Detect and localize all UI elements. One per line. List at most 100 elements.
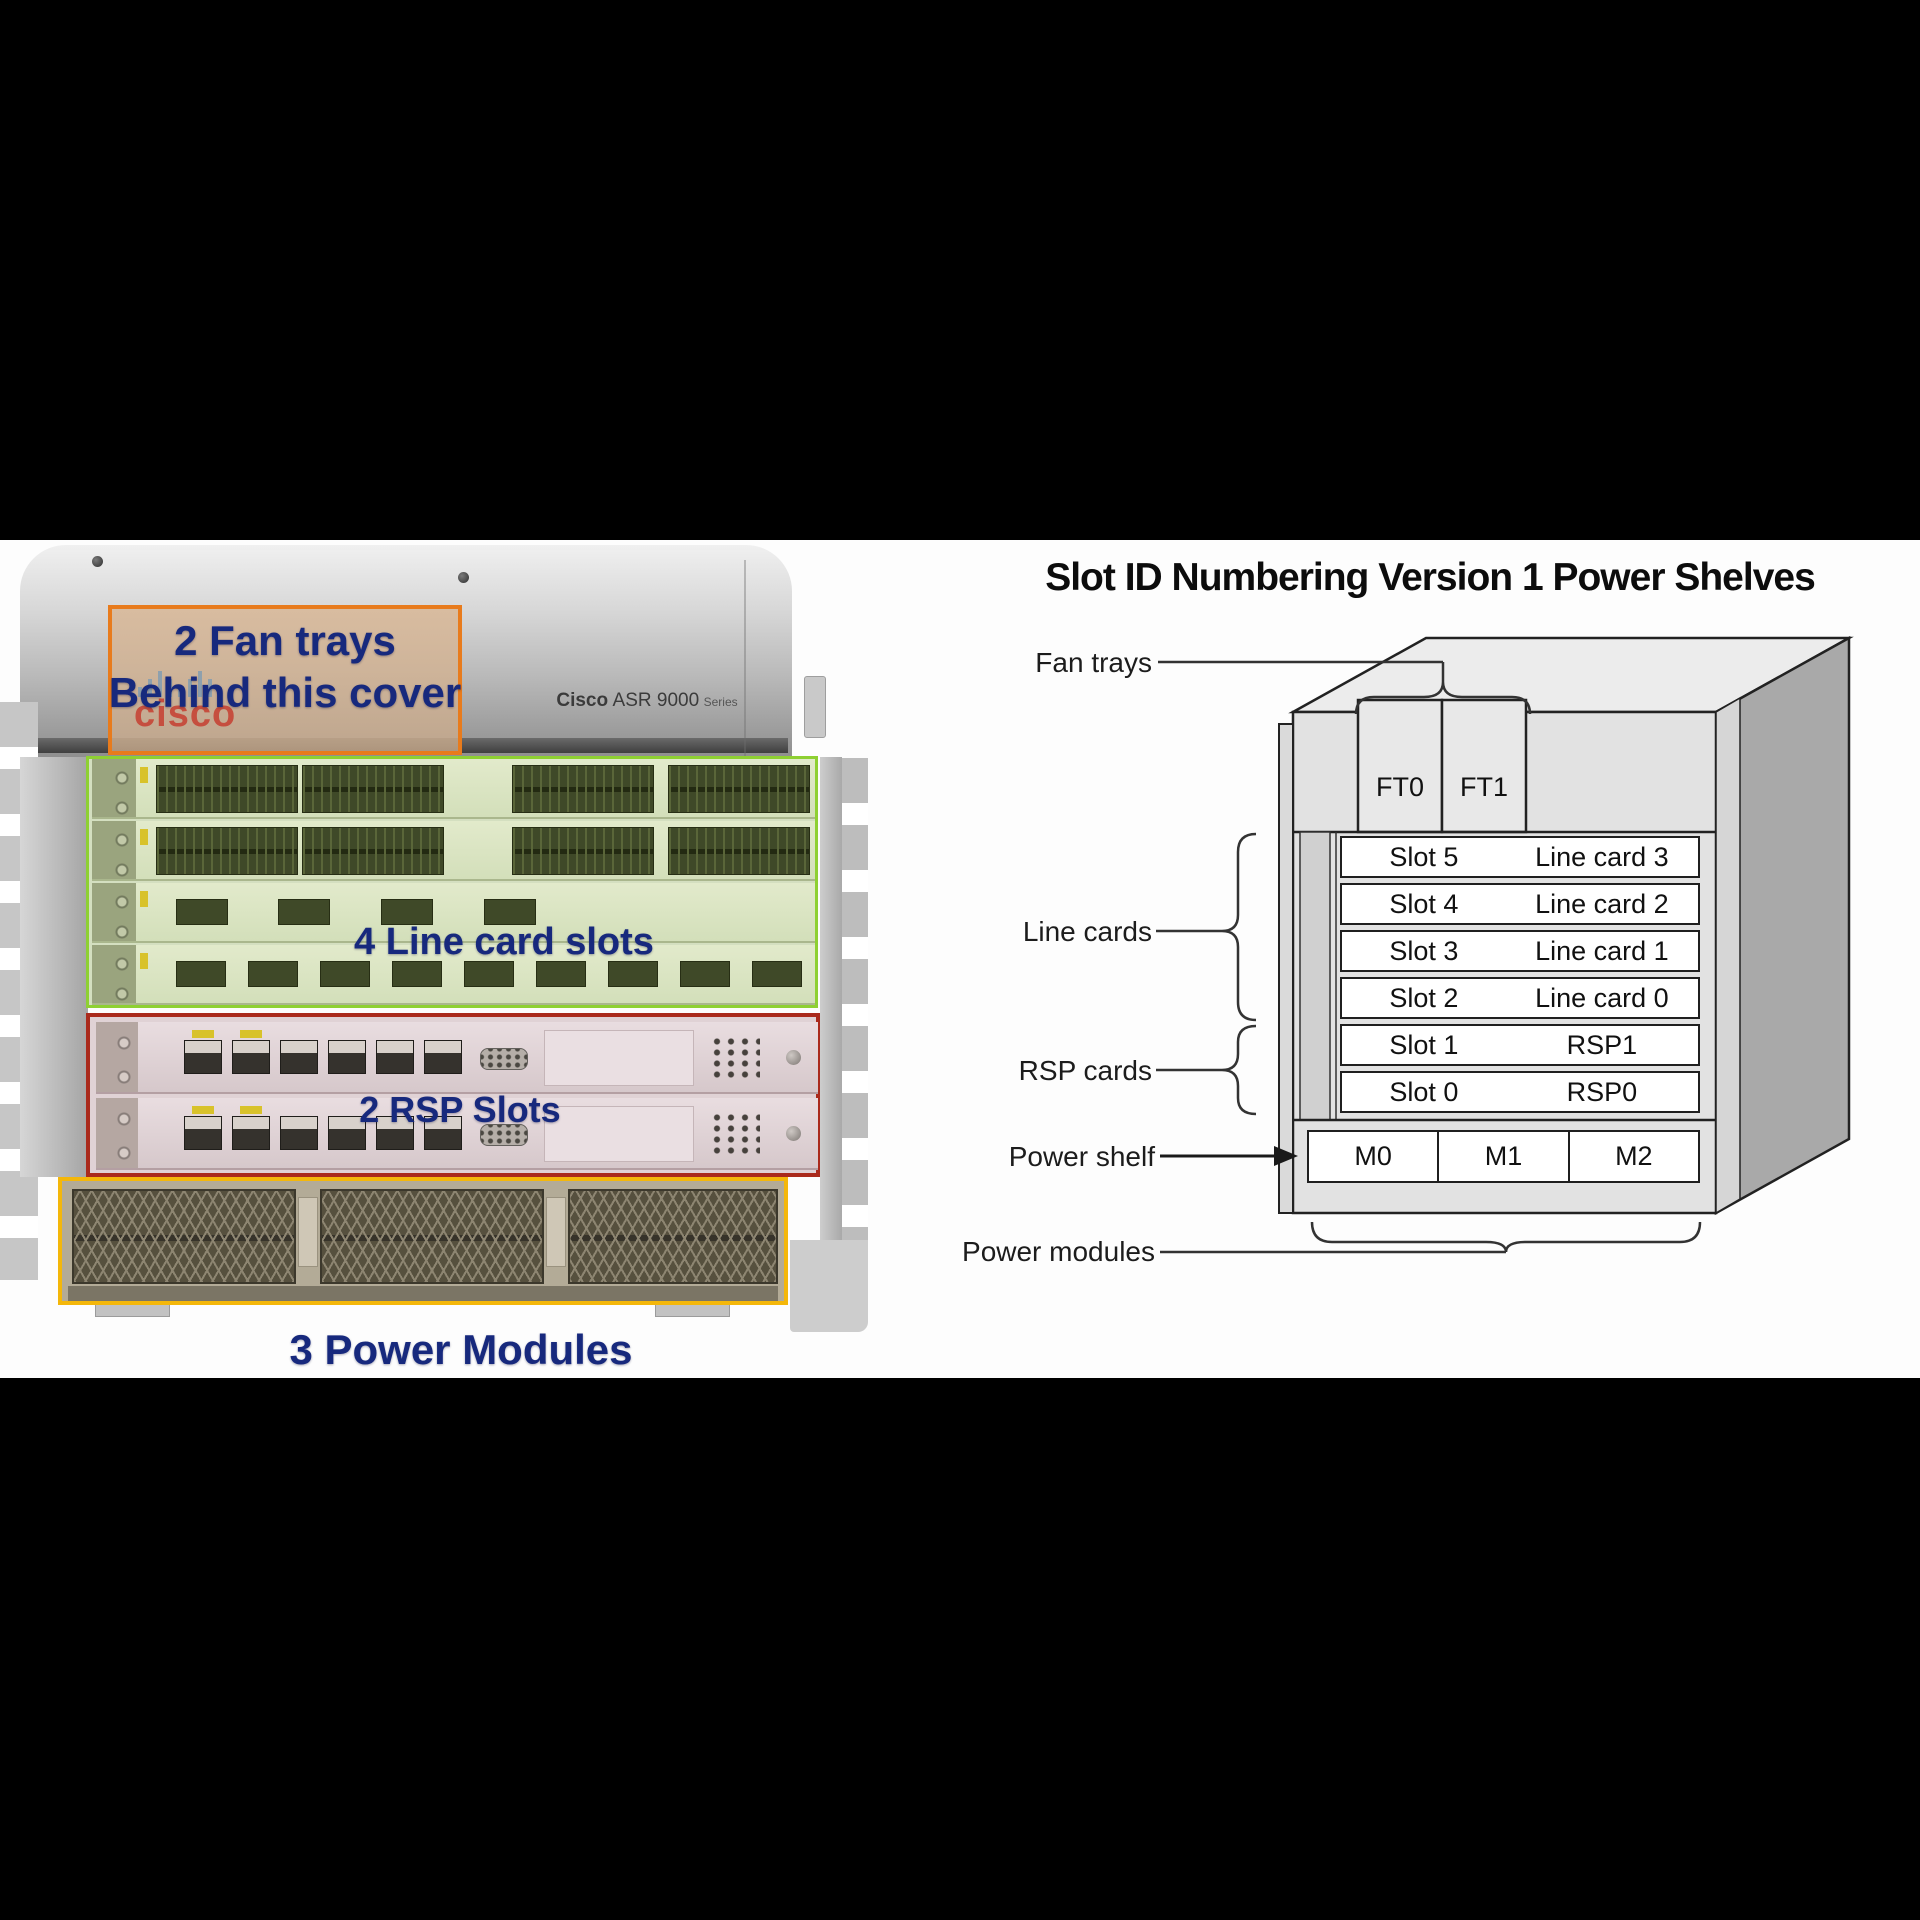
power-module-grille (320, 1189, 544, 1284)
line-card-slots-label: 4 Line card slots (354, 921, 654, 963)
rj45-port (232, 1040, 270, 1074)
rj45-port (280, 1116, 318, 1150)
logo-bar (198, 671, 202, 697)
rj45-port (280, 1040, 318, 1074)
power-module-m2: M2 (1615, 1141, 1653, 1171)
card-name: Line card 3 (1535, 841, 1669, 872)
power-shelf-label: Power shelf (1008, 1141, 1155, 1172)
fan-trays-label-line1: 2 Fan trays (174, 617, 396, 664)
power-module-m0: M0 (1309, 1132, 1440, 1181)
port-tab (240, 1030, 262, 1038)
screw-icon (92, 556, 103, 567)
card-tab (140, 767, 148, 783)
power-shelf-row: M0 M1 M2 (1307, 1130, 1700, 1183)
port-block (680, 961, 730, 987)
rsp-cards-label: RSP cards (1018, 1055, 1152, 1086)
card-name: Line card 1 (1535, 935, 1669, 966)
slot-number: Slot 1 (1389, 1029, 1459, 1060)
card-ejector-rail (92, 821, 136, 879)
rj45-port (328, 1040, 366, 1074)
thumb-screw (786, 1126, 801, 1141)
port-block (381, 899, 433, 925)
card-tab (140, 891, 148, 907)
power-module-m1: M1 (1439, 1132, 1570, 1181)
slot-number: Slot 2 (1389, 982, 1459, 1013)
rj45-port (424, 1116, 462, 1150)
logo-bar (188, 679, 192, 697)
blank-plate (544, 1106, 694, 1162)
rj45-port (232, 1116, 270, 1150)
card-name: Line card 0 (1535, 982, 1669, 1013)
line-card (92, 883, 815, 943)
port-block (392, 961, 442, 987)
power-module-grille (568, 1189, 778, 1284)
rsp-cards (90, 1017, 818, 1173)
line-cards-brace (1221, 832, 1257, 1022)
slot-row-4: Slot 4 Line card 2 (1340, 883, 1700, 925)
port-block (320, 961, 370, 987)
power-modules-label: 3 Power Modules (289, 1326, 633, 1373)
line-card (92, 945, 815, 1005)
slot-number: Slot 4 (1389, 888, 1459, 919)
port-block (752, 961, 802, 987)
rj45-port (376, 1116, 414, 1150)
rsp-cards-brace (1221, 1024, 1257, 1116)
front-right-wall (1715, 696, 1741, 1215)
rj45-port (376, 1040, 414, 1074)
brand-name: Cisco (556, 690, 609, 711)
blank-plate (544, 1030, 694, 1086)
port-block (608, 961, 658, 987)
port-tab (240, 1106, 262, 1114)
port-block (176, 899, 228, 925)
power-shelf-lower-strip (68, 1286, 778, 1301)
chassis-left-rail (20, 757, 88, 1177)
bezel-latch (804, 676, 826, 738)
fan-trays-label: Fan trays (1035, 647, 1152, 678)
cisco-logo-text: cisco (134, 693, 237, 735)
slot-number: Slot 0 (1389, 1076, 1459, 1107)
fan-trays-brace (1354, 681, 1532, 715)
card-ejector-rail (96, 1022, 138, 1092)
left-flange (1278, 723, 1294, 1214)
card-ejector-rail (92, 883, 136, 941)
line-card-rows (89, 759, 815, 1005)
logo-bar (178, 687, 182, 697)
sfp-port-bank (512, 765, 654, 813)
card-ejector-rail (96, 1098, 138, 1168)
port-tab (192, 1106, 214, 1114)
card-ejector-rail (92, 945, 136, 1003)
chassis-bottom-right-panel (790, 1240, 868, 1332)
card-tab (140, 829, 148, 845)
slot-row-5: Slot 5 Line card 3 (1340, 836, 1700, 878)
line-card-slots-highlight-box: 4 Line card slots (86, 756, 818, 1008)
sfp-port-bank (156, 765, 298, 813)
slot-row-0: Slot 0 RSP0 (1340, 1071, 1700, 1113)
rj45-port (328, 1116, 366, 1150)
port-block (484, 899, 536, 925)
sfp-port-bank (156, 827, 298, 875)
logo-bar (138, 687, 142, 697)
thumb-screw (786, 1050, 801, 1065)
heatsink-fins-right (842, 758, 868, 1290)
sfp-port-bank (668, 765, 810, 813)
logo-bar (168, 679, 172, 697)
card-tab (140, 953, 148, 969)
bezel-seam (744, 560, 746, 756)
power-module-grille (72, 1189, 296, 1284)
card-name: Line card 2 (1535, 888, 1669, 919)
line-card (92, 759, 815, 819)
slot-number: Slot 5 (1389, 841, 1459, 872)
sfp-port-bank (302, 827, 444, 875)
port-block (536, 961, 586, 987)
chassis-right-spine (820, 757, 842, 1290)
power-modules-diagram-label: Power modules (962, 1236, 1155, 1267)
rsp-slots-label: 2 RSP Slots (359, 1089, 561, 1130)
rsp-card (96, 1098, 818, 1170)
status-led-grid (710, 1112, 760, 1156)
status-led-grid (710, 1036, 760, 1080)
fan-tray-highlight-box: cisco 2 Fan trays Behind this cover (108, 605, 462, 755)
ft1-label: FT1 (1459, 772, 1508, 802)
sfp-port-bank (512, 827, 654, 875)
sfp-port-bank (302, 765, 444, 813)
